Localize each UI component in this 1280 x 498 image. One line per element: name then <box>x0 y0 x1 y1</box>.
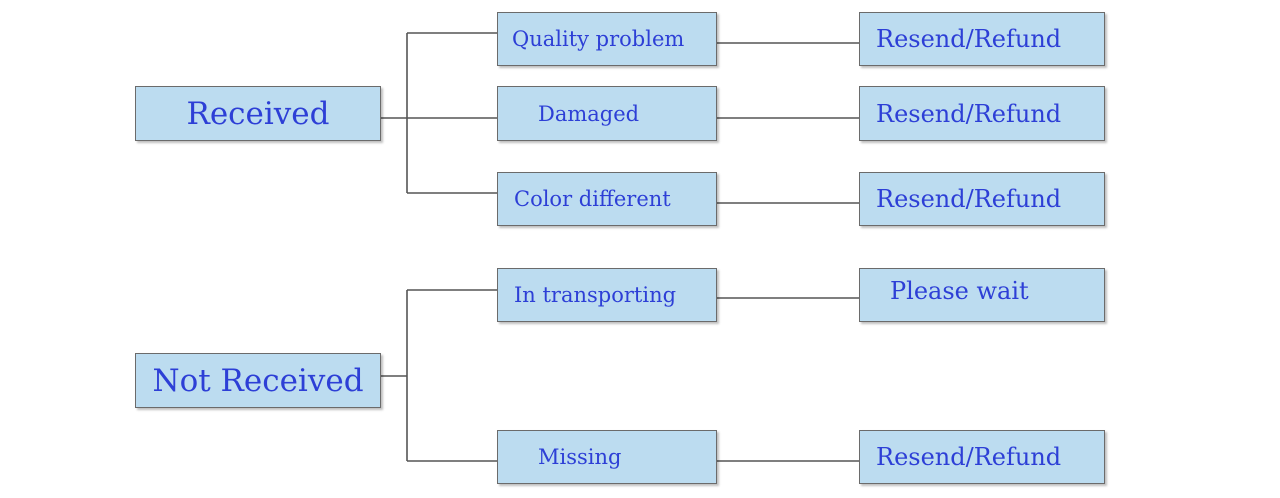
result-label: Resend/Refund <box>876 443 1062 471</box>
color-different-result-node: Resend/Refund <box>859 172 1105 226</box>
in-transporting-node: In transporting <box>497 268 717 322</box>
result-label: Please wait <box>890 277 1029 305</box>
result-label: Resend/Refund <box>876 25 1062 53</box>
result-label: Resend/Refund <box>876 185 1062 213</box>
received-label: Received <box>186 95 330 132</box>
quality-problem-label: Quality problem <box>512 27 685 51</box>
in-transporting-label: In transporting <box>514 283 677 307</box>
damaged-label: Damaged <box>538 101 640 126</box>
received-node: Received <box>135 86 381 141</box>
not-received-node: Not Received <box>135 353 381 408</box>
color-different-label: Color different <box>514 187 671 211</box>
quality-problem-result-node: Resend/Refund <box>859 12 1105 66</box>
missing-node: Missing <box>497 430 717 484</box>
in-transporting-result-node: Please wait <box>859 268 1105 322</box>
damaged-result-node: Resend/Refund <box>859 86 1105 141</box>
result-label: Resend/Refund <box>876 99 1062 128</box>
color-different-node: Color different <box>497 172 717 226</box>
missing-result-node: Resend/Refund <box>859 430 1105 484</box>
missing-label: Missing <box>538 445 622 469</box>
quality-problem-node: Quality problem <box>497 12 717 66</box>
not-received-label: Not Received <box>152 362 364 399</box>
damaged-node: Damaged <box>497 86 717 141</box>
